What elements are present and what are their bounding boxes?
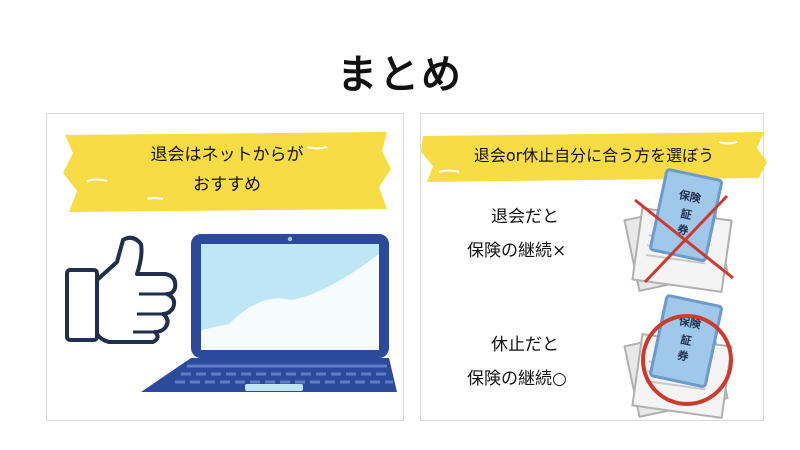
right-heading: 退会or休止自分に合う方を選ぼう bbox=[473, 146, 715, 165]
thumbs-up-icon bbox=[65, 235, 178, 344]
insurance-card-circled-icon: 保険 証 券 bbox=[623, 294, 733, 420]
laptop-icon bbox=[141, 234, 397, 392]
item2-line2: 保険の継続○ bbox=[467, 369, 567, 389]
item1-line2: 保険の継続× bbox=[467, 241, 567, 261]
svg-text:証: 証 bbox=[679, 206, 693, 222]
item1-line1: 退会だと bbox=[491, 207, 559, 227]
svg-text:券: 券 bbox=[675, 348, 691, 364]
yellow-tape-banner bbox=[63, 132, 391, 212]
page-title: まとめ bbox=[337, 52, 463, 98]
left-heading-line2: おすすめ bbox=[193, 175, 261, 195]
left-heading-line1: 退会はネットからが bbox=[150, 145, 304, 165]
insurance-card-crossed-icon: 保険 証 券 bbox=[623, 168, 734, 294]
item2-line1: 休止だと bbox=[491, 335, 559, 355]
svg-text:保険: 保険 bbox=[677, 187, 703, 206]
svg-text:証: 証 bbox=[679, 332, 693, 348]
right-panel: 退会or休止自分に合う方を選ぼう 退会だと 保険の継続× 休止だと 保険の継続○… bbox=[420, 113, 767, 421]
yellow-tape-banner bbox=[421, 132, 767, 182]
left-panel: 退会はネットからが おすすめ bbox=[46, 113, 404, 421]
